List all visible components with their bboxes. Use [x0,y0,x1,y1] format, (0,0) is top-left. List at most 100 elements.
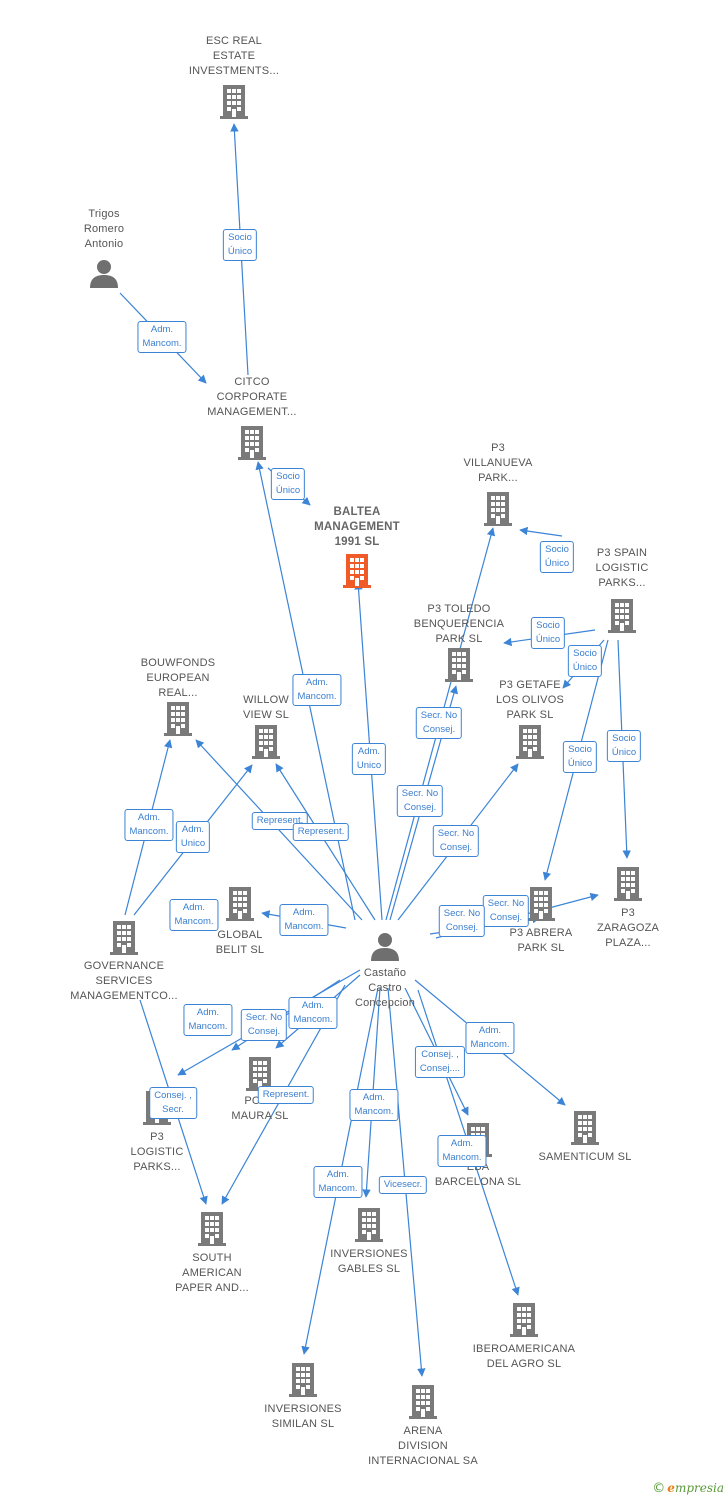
node-label-line: DEL AGRO SL [486,1358,562,1370]
edge-label-l24[interactable]: Adm.Mancom. [288,997,338,1029]
edge-label-l15[interactable]: Adm.Unico [175,821,211,853]
node-label-samenticum[interactable]: SAMENTICUM SL [520,1150,650,1165]
building-icon[interactable] [510,1303,538,1337]
node-label-line: Concepcion [354,997,416,1009]
building-icon[interactable] [198,1212,226,1246]
empresia-logo[interactable]: ©empresia [652,1481,724,1496]
edge-label-line: Secr. No [245,1012,283,1023]
edge-label-line: Único [227,246,253,257]
edge-label-l2[interactable]: Adm.Mancom. [137,321,187,353]
edge-label-l32[interactable]: Vicesecr. [378,1176,428,1194]
node-label-line: INVERSIONES [264,1403,342,1415]
edge-label-l29[interactable]: Adm.Mancom. [465,1022,515,1054]
building-icon[interactable] [409,1385,437,1419]
node-label-line: INVESTMENTS... [188,65,280,77]
edge-label-l22[interactable]: Adm.Mancom. [183,1004,233,1036]
edge-label-line: Unico [356,760,382,771]
edge-label-line: Socio [573,648,597,659]
building-icon[interactable] [527,887,555,921]
building-icon[interactable] [110,921,138,955]
person-icon[interactable] [371,933,399,961]
edge-label-l28[interactable]: Consej. ,Consej.... [414,1046,466,1078]
building-icon[interactable] [445,648,473,682]
building-icon[interactable] [614,867,642,901]
building-icon[interactable] [571,1111,599,1145]
building-icon[interactable] [484,492,512,526]
node-label-line: LOGISTIC [595,562,649,574]
edge-label-l18[interactable]: Adm.Mancom. [169,899,219,931]
building-icon[interactable] [343,554,371,588]
edge-label-line: Adm. [182,902,206,913]
edge-label-line: Único [535,634,561,645]
edge-label-l31[interactable]: Adm.Mancom. [313,1166,363,1198]
edge-label-line: Mancom. [354,1106,394,1117]
building-icon[interactable] [516,725,544,759]
building-icon[interactable] [355,1208,383,1242]
edge-label-l30[interactable]: Adm.Mancom. [437,1135,487,1167]
copyright-symbol: © [652,1481,666,1496]
building-icon[interactable] [226,887,254,921]
building-icon[interactable] [238,426,266,460]
node-label-line: PLAZA... [605,937,651,949]
node-label-line: PARK SL [506,709,554,721]
edge-label-line: Adm. [196,1007,220,1018]
edge-label-l17[interactable]: Represent. [292,823,350,841]
brand-rest: mpresia [674,1481,724,1495]
edge-label-l19[interactable]: Adm.Mancom. [279,904,329,936]
node-label-line: P3 [150,1131,164,1143]
person-icon[interactable] [90,260,118,288]
edge-label-l27[interactable]: Adm. Mancom. [349,1089,399,1121]
edge-label-l25[interactable]: Consej. ,Secr. [149,1087,197,1119]
edge-line [275,763,376,921]
edge-label-line: Socio [276,471,300,482]
building-icon[interactable] [220,85,248,119]
edge-label-l10[interactable]: Adm.Unico [351,743,387,775]
edge-label-line: Adm. [150,324,174,335]
building-icon[interactable] [608,599,636,633]
edge-label-l26[interactable]: Represent. [257,1086,315,1104]
edge-label-line: Adm. [362,1092,386,1103]
building-icon[interactable] [289,1363,317,1397]
edge-label-l9[interactable]: Adm.Mancom. [292,674,342,706]
edge-label-line: Consej. , [421,1049,459,1060]
building-icon[interactable] [164,702,192,736]
node-label-line: Castaño [363,967,407,979]
edge-label-l14[interactable]: Adm.Mancom. [124,809,174,841]
building-icon[interactable] [252,725,280,759]
edge-label-line: Secr. No [487,898,525,909]
